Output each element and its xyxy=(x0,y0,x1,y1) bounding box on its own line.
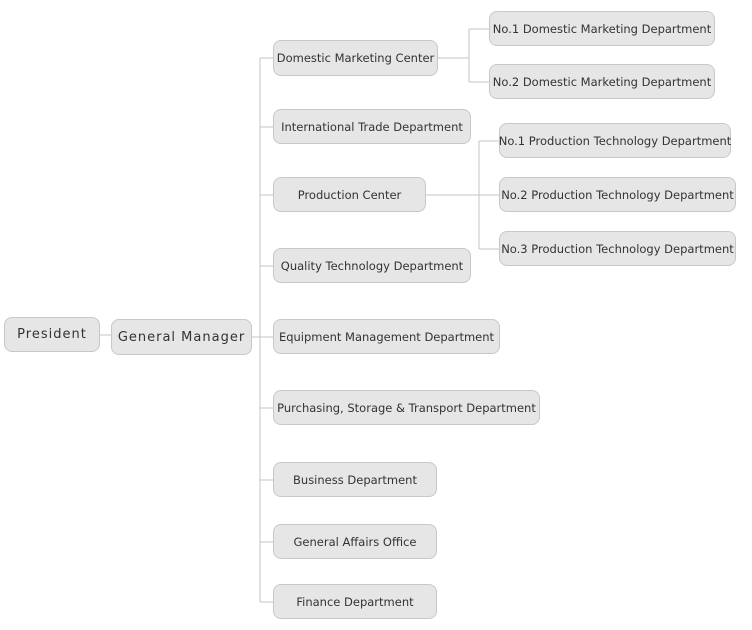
node-finance-department: Finance Department xyxy=(273,584,437,619)
node-no2-production-tech: No.2 Production Technology Department xyxy=(499,177,736,212)
node-president: President xyxy=(4,317,100,352)
node-domestic-marketing-center: Domestic Marketing Center xyxy=(273,40,438,76)
node-international-trade: International Trade Department xyxy=(273,109,471,144)
node-no2-domestic-marketing: No.2 Domestic Marketing Department xyxy=(489,64,715,99)
node-purchasing-storage-transport: Purchasing, Storage & Transport Departme… xyxy=(273,390,540,425)
node-general-affairs-office: General Affairs Office xyxy=(273,524,437,559)
node-general-manager: General Manager xyxy=(111,319,252,355)
node-no3-production-tech: No.3 Production Technology Department xyxy=(499,231,736,266)
node-no1-production-tech: No.1 Production Technology Department xyxy=(499,123,731,158)
node-quality-technology: Quality Technology Department xyxy=(273,248,471,283)
node-business-department: Business Department xyxy=(273,462,437,497)
node-production-center: Production Center xyxy=(273,177,426,212)
node-equipment-management: Equipment Management Department xyxy=(273,319,500,354)
node-no1-domestic-marketing: No.1 Domestic Marketing Department xyxy=(489,11,715,46)
